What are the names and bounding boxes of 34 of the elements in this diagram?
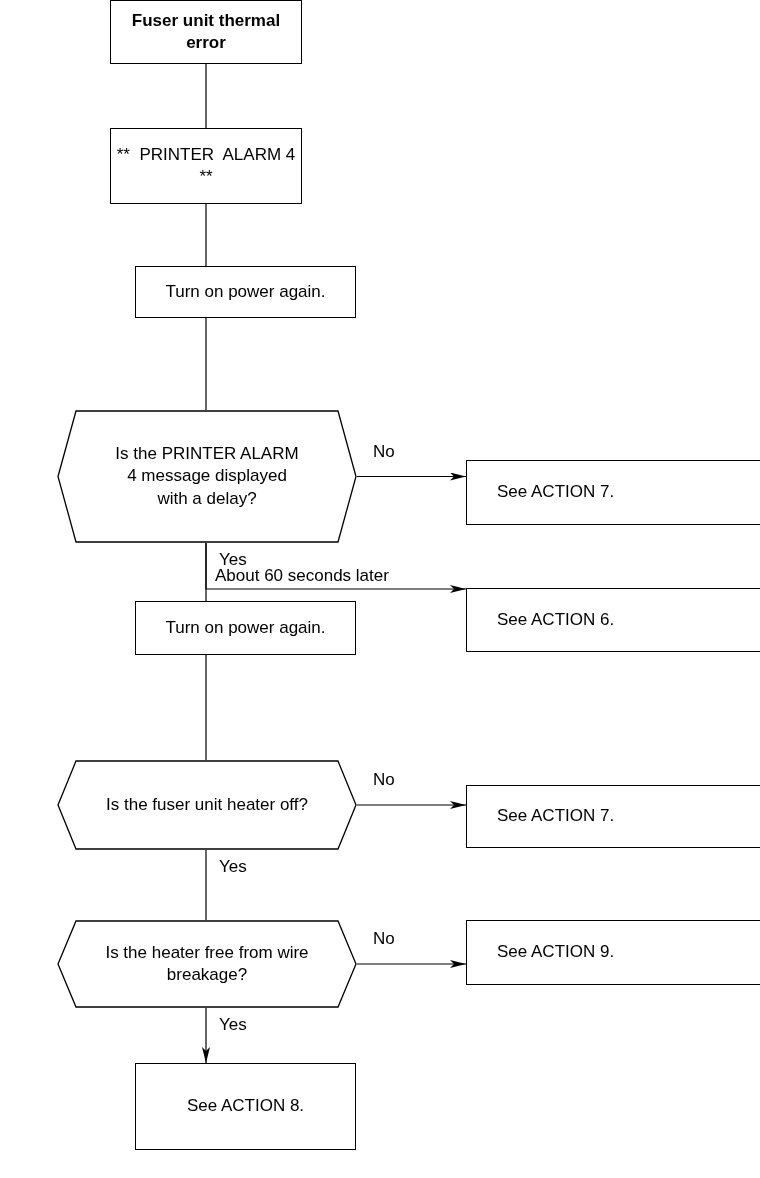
node-text: Turn on power again.: [165, 280, 326, 303]
node-text: Is the PRINTER ALARM 4 message displayed with a delay?: [115, 443, 299, 510]
arrow: [205, 542, 467, 593]
process-box: [466, 588, 760, 652]
process-box: [110, 128, 302, 204]
node-text: Is the fuser unit heater off?: [106, 793, 308, 816]
connector-line: [205, 203, 207, 267]
node-text: See ACTION 7.: [497, 481, 615, 504]
process-box: [466, 460, 760, 525]
arrow: [202, 1007, 210, 1064]
node-text: See ACTION 8.: [186, 1095, 305, 1118]
process-box: [110, 0, 302, 64]
connector-line: [205, 849, 207, 921]
process-box: [466, 785, 760, 848]
node-text: See ACTION 7.: [497, 805, 615, 828]
process-box: [466, 920, 760, 985]
node-text: Fuser unit thermal error: [130, 9, 282, 54]
connector-line: [205, 317, 207, 411]
decision-hexagon: [57, 410, 357, 543]
decision-hexagon: [57, 920, 357, 1008]
node-text: See ACTION 9.: [497, 941, 615, 964]
arrow: [356, 472, 467, 481]
arrow: [356, 801, 467, 809]
node-text: Turn on power again.: [165, 616, 326, 639]
node-text: See ACTION 6.: [497, 608, 615, 631]
arrow: [356, 960, 467, 968]
process-box: [135, 601, 356, 655]
node-text: ** PRINTER ALARM 4 **: [115, 143, 297, 188]
node-text: Is the heater free from wire breakage?: [104, 941, 310, 986]
process-box: [135, 1063, 356, 1150]
connector-line: [205, 63, 207, 129]
process-box: [135, 266, 356, 318]
connector-line: [205, 654, 207, 761]
decision-hexagon: [57, 760, 357, 850]
